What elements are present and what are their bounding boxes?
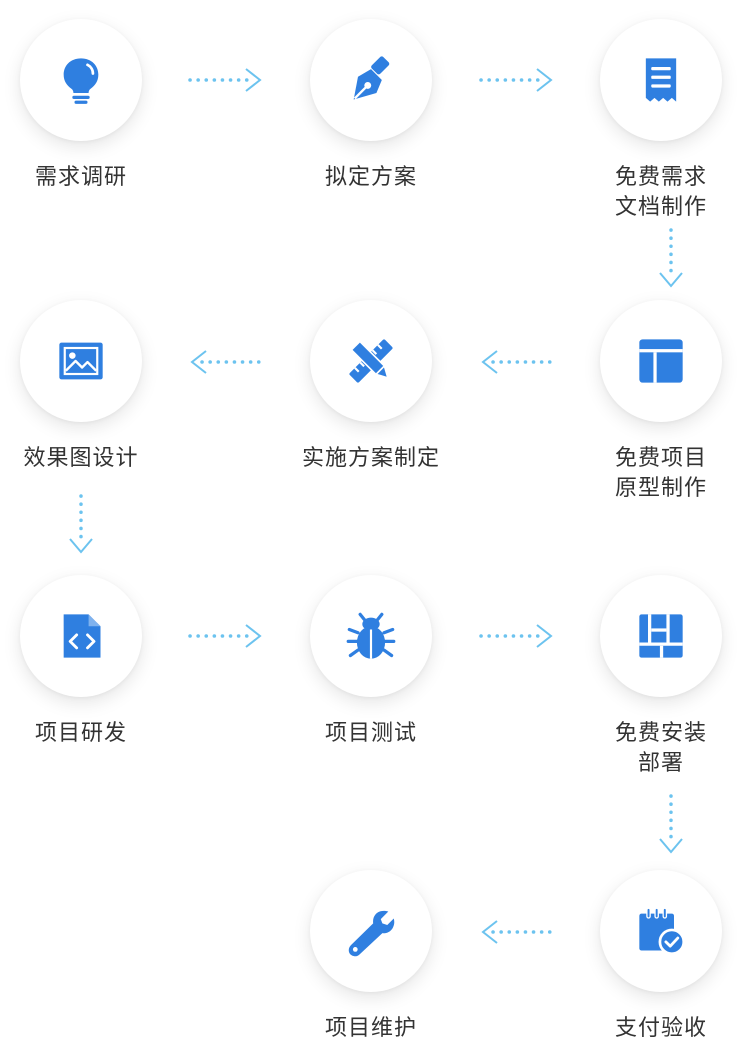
step-circle (310, 870, 432, 992)
step-label: 实施方案制定 (301, 446, 440, 471)
step-circle (20, 19, 142, 141)
arrow-right (188, 66, 264, 94)
step-project-maintenance: 项目维护 (271, 870, 471, 1044)
step-label: 项目研发 (34, 721, 127, 746)
wrench-icon (348, 910, 395, 957)
pen-nib-icon (353, 56, 390, 100)
step-free-prototype: 免费项目 原型制作 (561, 300, 744, 504)
step-free-deployment: 免费安装 部署 (561, 575, 744, 779)
step-label: 项目维护 (324, 1016, 417, 1041)
step-requirement-research: 需求调研 (0, 19, 181, 193)
step-project-development: 项目研发 (0, 575, 181, 749)
layout-icon (639, 339, 683, 383)
calendar-check-icon (639, 907, 686, 956)
step-circle (20, 300, 142, 422)
step-free-requirement-doc: 免费需求 文档制作 (561, 19, 744, 223)
arrow-left (188, 348, 264, 376)
step-label: 效果图设计 (23, 446, 139, 471)
step-circle (310, 19, 432, 141)
arrow-right (479, 66, 555, 94)
arrow-down (657, 228, 685, 290)
step-circle (600, 300, 722, 422)
receipt-icon (645, 58, 677, 102)
step-label: 支付验收 (614, 1016, 707, 1041)
step-label: 免费安装 部署 (614, 721, 707, 776)
lightbulb-icon (63, 58, 99, 104)
step-label: 免费需求 文档制作 (614, 165, 707, 220)
arrow-down (67, 494, 95, 556)
step-circle (600, 870, 722, 992)
step-implementation-plan: 实施方案制定 (271, 300, 471, 474)
arrow-left (479, 348, 555, 376)
step-label: 需求调研 (34, 165, 127, 190)
step-circle (600, 19, 722, 141)
step-circle (600, 575, 722, 697)
step-circle (310, 575, 432, 697)
step-draft-plan: 拟定方案 (271, 19, 471, 193)
arrow-right (479, 622, 555, 650)
arrow-left (479, 918, 555, 946)
step-circle (20, 575, 142, 697)
arrow-down (657, 794, 685, 856)
bug-icon (346, 612, 396, 659)
step-rendering-design: 效果图设计 (0, 300, 181, 474)
step-label: 免费项目 原型制作 (614, 446, 707, 501)
image-icon (59, 342, 103, 380)
dashboard-icon (639, 614, 683, 658)
code-file-icon (63, 614, 101, 658)
step-circle (310, 300, 432, 422)
step-label: 项目测试 (324, 721, 417, 746)
step-label: 拟定方案 (324, 165, 417, 190)
step-payment-acceptance: 支付验收 (561, 870, 744, 1044)
pencil-ruler-icon (349, 339, 393, 383)
arrow-right (188, 622, 264, 650)
step-project-testing: 项目测试 (271, 575, 471, 749)
